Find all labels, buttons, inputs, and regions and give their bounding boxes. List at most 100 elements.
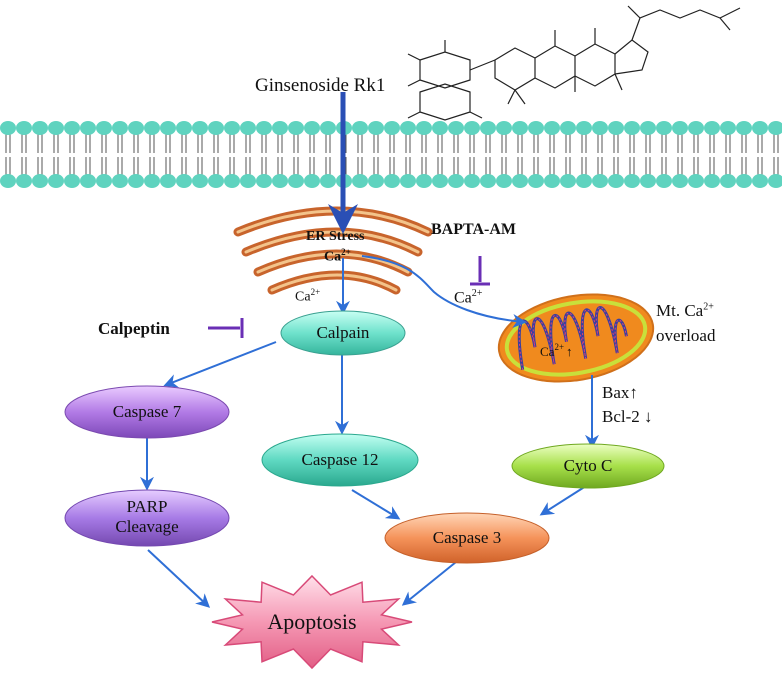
lipid-head: [128, 121, 144, 135]
lipid-head: [688, 174, 704, 188]
lipid-head: [672, 121, 688, 135]
lipid-head: [656, 174, 672, 188]
lipid-head: [416, 121, 432, 135]
lipid-head: [64, 121, 80, 135]
lipid-head: [256, 121, 272, 135]
lipid-head: [768, 121, 782, 135]
lipid-head: [112, 121, 128, 135]
lipid-head: [176, 174, 192, 188]
lipid-head: [224, 121, 240, 135]
mito-inner-ca-label: Ca2+↑: [540, 342, 573, 359]
ginsenoside-structure: [407, 5, 741, 121]
lipid-head: [192, 174, 208, 188]
lipid-head: [608, 174, 624, 188]
lipid-head: [0, 121, 16, 135]
lipid-head: [560, 174, 576, 188]
arrow-cytoc-to-caspase3: [539, 485, 587, 516]
lipid-head: [304, 174, 320, 188]
caspase12-label: Caspase 12: [302, 450, 379, 469]
lipid-head: [96, 121, 112, 135]
lipid-head: [160, 121, 176, 135]
lipid-head: [528, 121, 544, 135]
lipid-head: [576, 174, 592, 188]
lipid-head: [128, 174, 144, 188]
node-caspase3: Caspase 3: [384, 512, 550, 564]
lipid-head: [608, 121, 624, 135]
lipid-head: [640, 121, 656, 135]
lipid-head: [464, 174, 480, 188]
lipid-head: [32, 121, 48, 135]
bcl2-label: Bcl-2 ↓: [602, 407, 653, 426]
calpain-label: Calpain: [317, 323, 370, 342]
cytoc-label: Cyto C: [564, 456, 613, 475]
node-calpain: Calpain: [280, 310, 406, 356]
lipid-head: [736, 121, 752, 135]
lipid-head: [384, 121, 400, 135]
apoptosis-label: Apoptosis: [267, 609, 356, 634]
lipid-head: [464, 121, 480, 135]
lipid-head: [400, 121, 416, 135]
lipid-head: [352, 121, 368, 135]
lipid-head: [624, 174, 640, 188]
lipid-head: [304, 121, 320, 135]
lipid-head: [368, 121, 384, 135]
mito-ca-flux-label: Ca2+: [454, 288, 483, 307]
calpeptin-label: Calpeptin: [98, 319, 170, 338]
lipid-head: [528, 174, 544, 188]
lipid-head: [768, 174, 782, 188]
lipid-head: [64, 174, 80, 188]
parp-label-line2: Cleavage: [115, 517, 178, 536]
arrow-calpain-to-caspase7: [163, 341, 277, 388]
lipid-head: [480, 174, 496, 188]
parp-label-line1: PARP: [127, 497, 168, 516]
lipid-head: [736, 174, 752, 188]
lipid-head: [624, 121, 640, 135]
lipid-head: [448, 174, 464, 188]
lipid-head: [720, 174, 736, 188]
lipid-head: [704, 121, 720, 135]
lipid-head: [560, 121, 576, 135]
mitochondrion: [497, 293, 655, 383]
lipid-head: [368, 174, 384, 188]
node-parp-cleavage: PARP Cleavage: [64, 489, 230, 547]
lipid-head: [32, 174, 48, 188]
lipid-head: [752, 121, 768, 135]
lipid-head: [240, 121, 256, 135]
lipid-head: [688, 121, 704, 135]
lipid-head: [288, 174, 304, 188]
lipid-head: [512, 121, 528, 135]
lipid-head: [720, 121, 736, 135]
lipid-head: [672, 174, 688, 188]
cell-membrane: [0, 121, 782, 188]
mito-overload-line2: overload: [656, 326, 716, 345]
lipid-head: [96, 174, 112, 188]
lipid-head: [400, 174, 416, 188]
lipid-head: [544, 121, 560, 135]
lipid-head: [240, 174, 256, 188]
lipid-head: [288, 121, 304, 135]
inhibition-marks: [208, 256, 490, 338]
arrow-caspase3-to-apoptosis: [401, 561, 457, 606]
lipid-head: [208, 174, 224, 188]
arrows: [140, 92, 599, 608]
lipid-head: [0, 174, 16, 188]
lipid-head: [704, 174, 720, 188]
lipid-head: [656, 121, 672, 135]
lipid-head: [256, 174, 272, 188]
node-caspase7: Caspase 7: [64, 385, 230, 439]
lipid-head: [272, 121, 288, 135]
caspase7-label: Caspase 7: [113, 402, 182, 421]
lipid-head: [592, 174, 608, 188]
lipid-head: [80, 174, 96, 188]
node-cytoc: Cyto C: [511, 443, 665, 489]
arrow-er-to-mito: [361, 255, 527, 329]
calpeptin-inhibition-mark: [208, 318, 244, 338]
arrow-parp-to-apoptosis: [147, 549, 211, 608]
lipid-head: [112, 174, 128, 188]
lipid-head: [320, 121, 336, 135]
lipid-head: [544, 174, 560, 188]
bapta-inhibition-mark: [470, 256, 490, 286]
lipid-head: [592, 121, 608, 135]
lipid-head: [496, 174, 512, 188]
lipid-head: [752, 174, 768, 188]
